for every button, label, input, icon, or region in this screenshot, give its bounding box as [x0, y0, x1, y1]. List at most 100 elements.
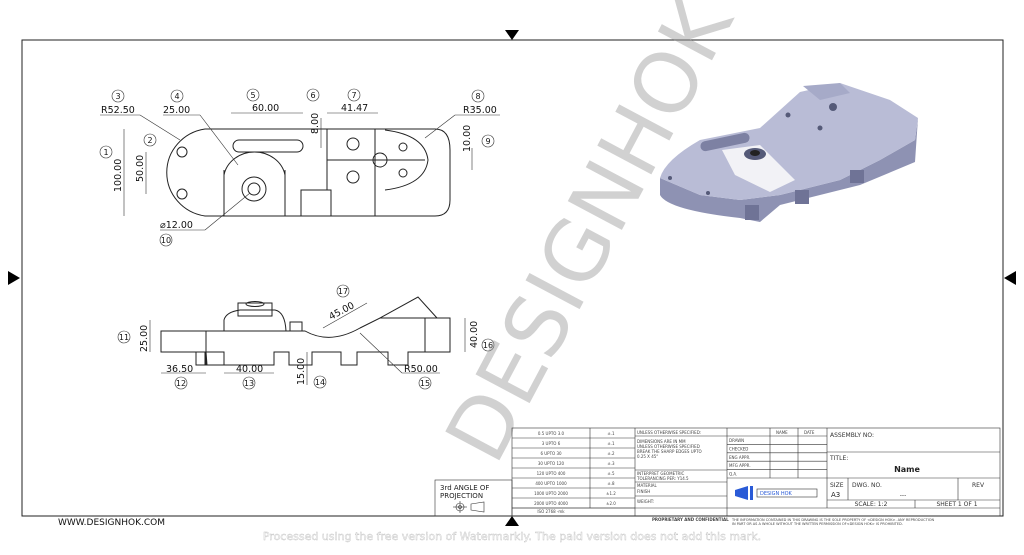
disclaimer-line: IN PART OR AS A WHOLE WITHOUT THE WRITTE…	[732, 522, 903, 526]
balloons: 1 2 3 4 5 6 7 8 9 10	[99, 88, 495, 247]
balloon-number: 3	[115, 92, 120, 101]
right-center-mark	[1004, 271, 1016, 285]
dwg-value: ---	[900, 492, 907, 499]
dim-value: R50.00	[404, 364, 438, 375]
logo-text: DESIGN HOK	[760, 491, 793, 497]
dim-value: ⌀12.00	[160, 220, 193, 231]
balloon-number: 12	[176, 379, 186, 388]
tol-range: 400 UPTO 1000	[535, 481, 567, 486]
watermark-text: DESIGNHOK	[427, 0, 753, 477]
balloon-number: 8	[475, 92, 480, 101]
dim-value: R52.50	[101, 105, 135, 116]
projection-label: PROJECTION	[440, 492, 483, 500]
designhok-logo: DESIGN HOK	[735, 486, 818, 500]
projection-symbol-icon	[453, 501, 485, 513]
role-label: Q.A.	[729, 472, 737, 477]
tol-range: 6 UPTO 30	[540, 451, 562, 456]
balloon-number: 5	[250, 91, 255, 100]
dim-value: 25.00	[139, 325, 150, 352]
title-block: 3rd ANGLE OF PROJECTION 0.5 UPTO 3.0 ±.1 3…	[434, 427, 1001, 526]
interpret-line: TOLERANCING PER: Y14.5	[636, 476, 689, 481]
approval-rows: DRAWN CHECKED ENG APPR. MFG APPR. Q.A.	[727, 435, 827, 477]
date-header: DATE	[804, 430, 815, 435]
balloon-number: 11	[119, 333, 129, 342]
dim-value: 8.00	[310, 113, 321, 134]
material-label: MATERIAL	[637, 483, 658, 488]
dim-value: 45.00	[327, 300, 356, 322]
note-line: BREAK THE SHARP EDGES UPTO	[637, 449, 702, 454]
balloon-number: 6	[310, 91, 315, 100]
role-label: DRAWN	[729, 438, 744, 443]
tolerance-table: 0.5 UPTO 3.0 ±.1 3 UPTO 6 ±.1 6 UPTO 30 ±.2 30…	[512, 431, 635, 509]
tol-value: ±.1	[607, 441, 615, 446]
dwg-label: DWG. NO.	[852, 482, 882, 489]
balloon-number: 2	[147, 136, 152, 145]
balloons: 11 12 13 14 15 16 17	[117, 284, 495, 390]
dim-value: 40.00	[469, 321, 480, 348]
tol-range: 30 UPTO 120	[538, 461, 565, 466]
tol-range: 3 UPTO 6	[542, 441, 561, 446]
unless-specified: UNLESS OTHERWISE SPECIFIED:	[637, 430, 701, 435]
dim-value: 41.47	[341, 103, 368, 114]
disclaimer-line: THE INFORMATION CONTAINED IN THIS DRAWIN…	[731, 518, 934, 522]
website-text: WWW.DESIGNHOK.COM	[58, 518, 165, 528]
assembly-label: ASSEMBLY NO:	[830, 432, 874, 439]
isometric-part-view	[660, 83, 918, 222]
left-center-mark	[8, 271, 20, 285]
balloon-number: 4	[174, 92, 179, 101]
dim-value: 10.00	[462, 125, 473, 152]
balloon-number: 1	[103, 148, 108, 157]
dim-value: 40.00	[236, 364, 263, 375]
interpret-line: INTERPRET GEOMETRIC	[637, 471, 685, 476]
bottom-center-mark	[505, 516, 519, 526]
tol-range: 120 UPTO 400	[537, 471, 566, 476]
top-center-mark	[505, 30, 519, 40]
scale-value: SCALE: 1:2	[855, 501, 888, 508]
balloon-number: 13	[244, 379, 254, 388]
tol-value: ±.3	[607, 461, 615, 466]
role-label: CHECKED	[729, 446, 748, 451]
rev-label: REV	[972, 482, 985, 489]
tol-value: ±.8	[607, 481, 615, 486]
dim-value: R35.00	[463, 105, 497, 116]
note-line: 0.25 X 45°	[637, 454, 658, 459]
weight-label: WEIGHT:	[637, 499, 654, 504]
dim-value: 15.00	[296, 358, 307, 385]
footer-notice: Processed using the free version of Wate…	[263, 530, 761, 543]
dim-value: 50.00	[135, 155, 146, 182]
role-label: MFG APPR.	[729, 463, 751, 468]
side-view: 25.00 36.50 40.00 15.00 R50.00 40.00 45.…	[117, 284, 495, 390]
tol-range: 1000 UPTO 2000	[534, 491, 568, 496]
top-view: 100.00 50.00 R52.50 25.00 60.00 8.00 41.…	[99, 88, 500, 247]
balloon-number: 10	[161, 236, 171, 245]
finish-label: FINISH	[637, 489, 650, 494]
balloon-number: 7	[351, 91, 356, 100]
projection-label: 3rd ANGLE OF	[440, 484, 489, 492]
balloon-number: 16	[483, 341, 493, 350]
tol-range: 0.5 UPTO 3.0	[538, 431, 565, 436]
balloon-number: 14	[315, 378, 325, 387]
title-label: TITLE:	[829, 455, 848, 462]
name-header: NAME	[776, 430, 788, 435]
dim-value: 25.00	[163, 105, 190, 116]
tol-value: ±.5	[607, 471, 615, 476]
tol-value: ±2.0	[606, 501, 616, 506]
title-value: Name	[894, 465, 920, 474]
tol-value: ±1.2	[606, 491, 616, 496]
dim-value: 60.00	[252, 103, 279, 114]
proprietary-label: PROPRIETARY AND CONFIDENTIAL	[652, 517, 729, 522]
size-value: A3	[831, 491, 840, 499]
tol-range: 2000 UPTO 4000	[534, 501, 568, 506]
balloon-number: 17	[338, 287, 348, 296]
tol-value: ±.2	[607, 451, 615, 456]
sheet-number: SHEET 1 OF 1	[936, 501, 977, 508]
iso-standard: ISO 2768 -mk	[537, 509, 565, 514]
note-line: DIMENSIONS ARE IN MM	[637, 439, 686, 444]
tol-value: ±.1	[607, 431, 615, 436]
note-line: UNLESS OTHERWISE SPECIFIED	[637, 444, 700, 449]
size-label: SIZE	[830, 482, 844, 489]
role-label: ENG APPR.	[729, 455, 750, 460]
dim-value: 100.00	[113, 159, 124, 192]
balloon-number: 9	[485, 137, 490, 146]
